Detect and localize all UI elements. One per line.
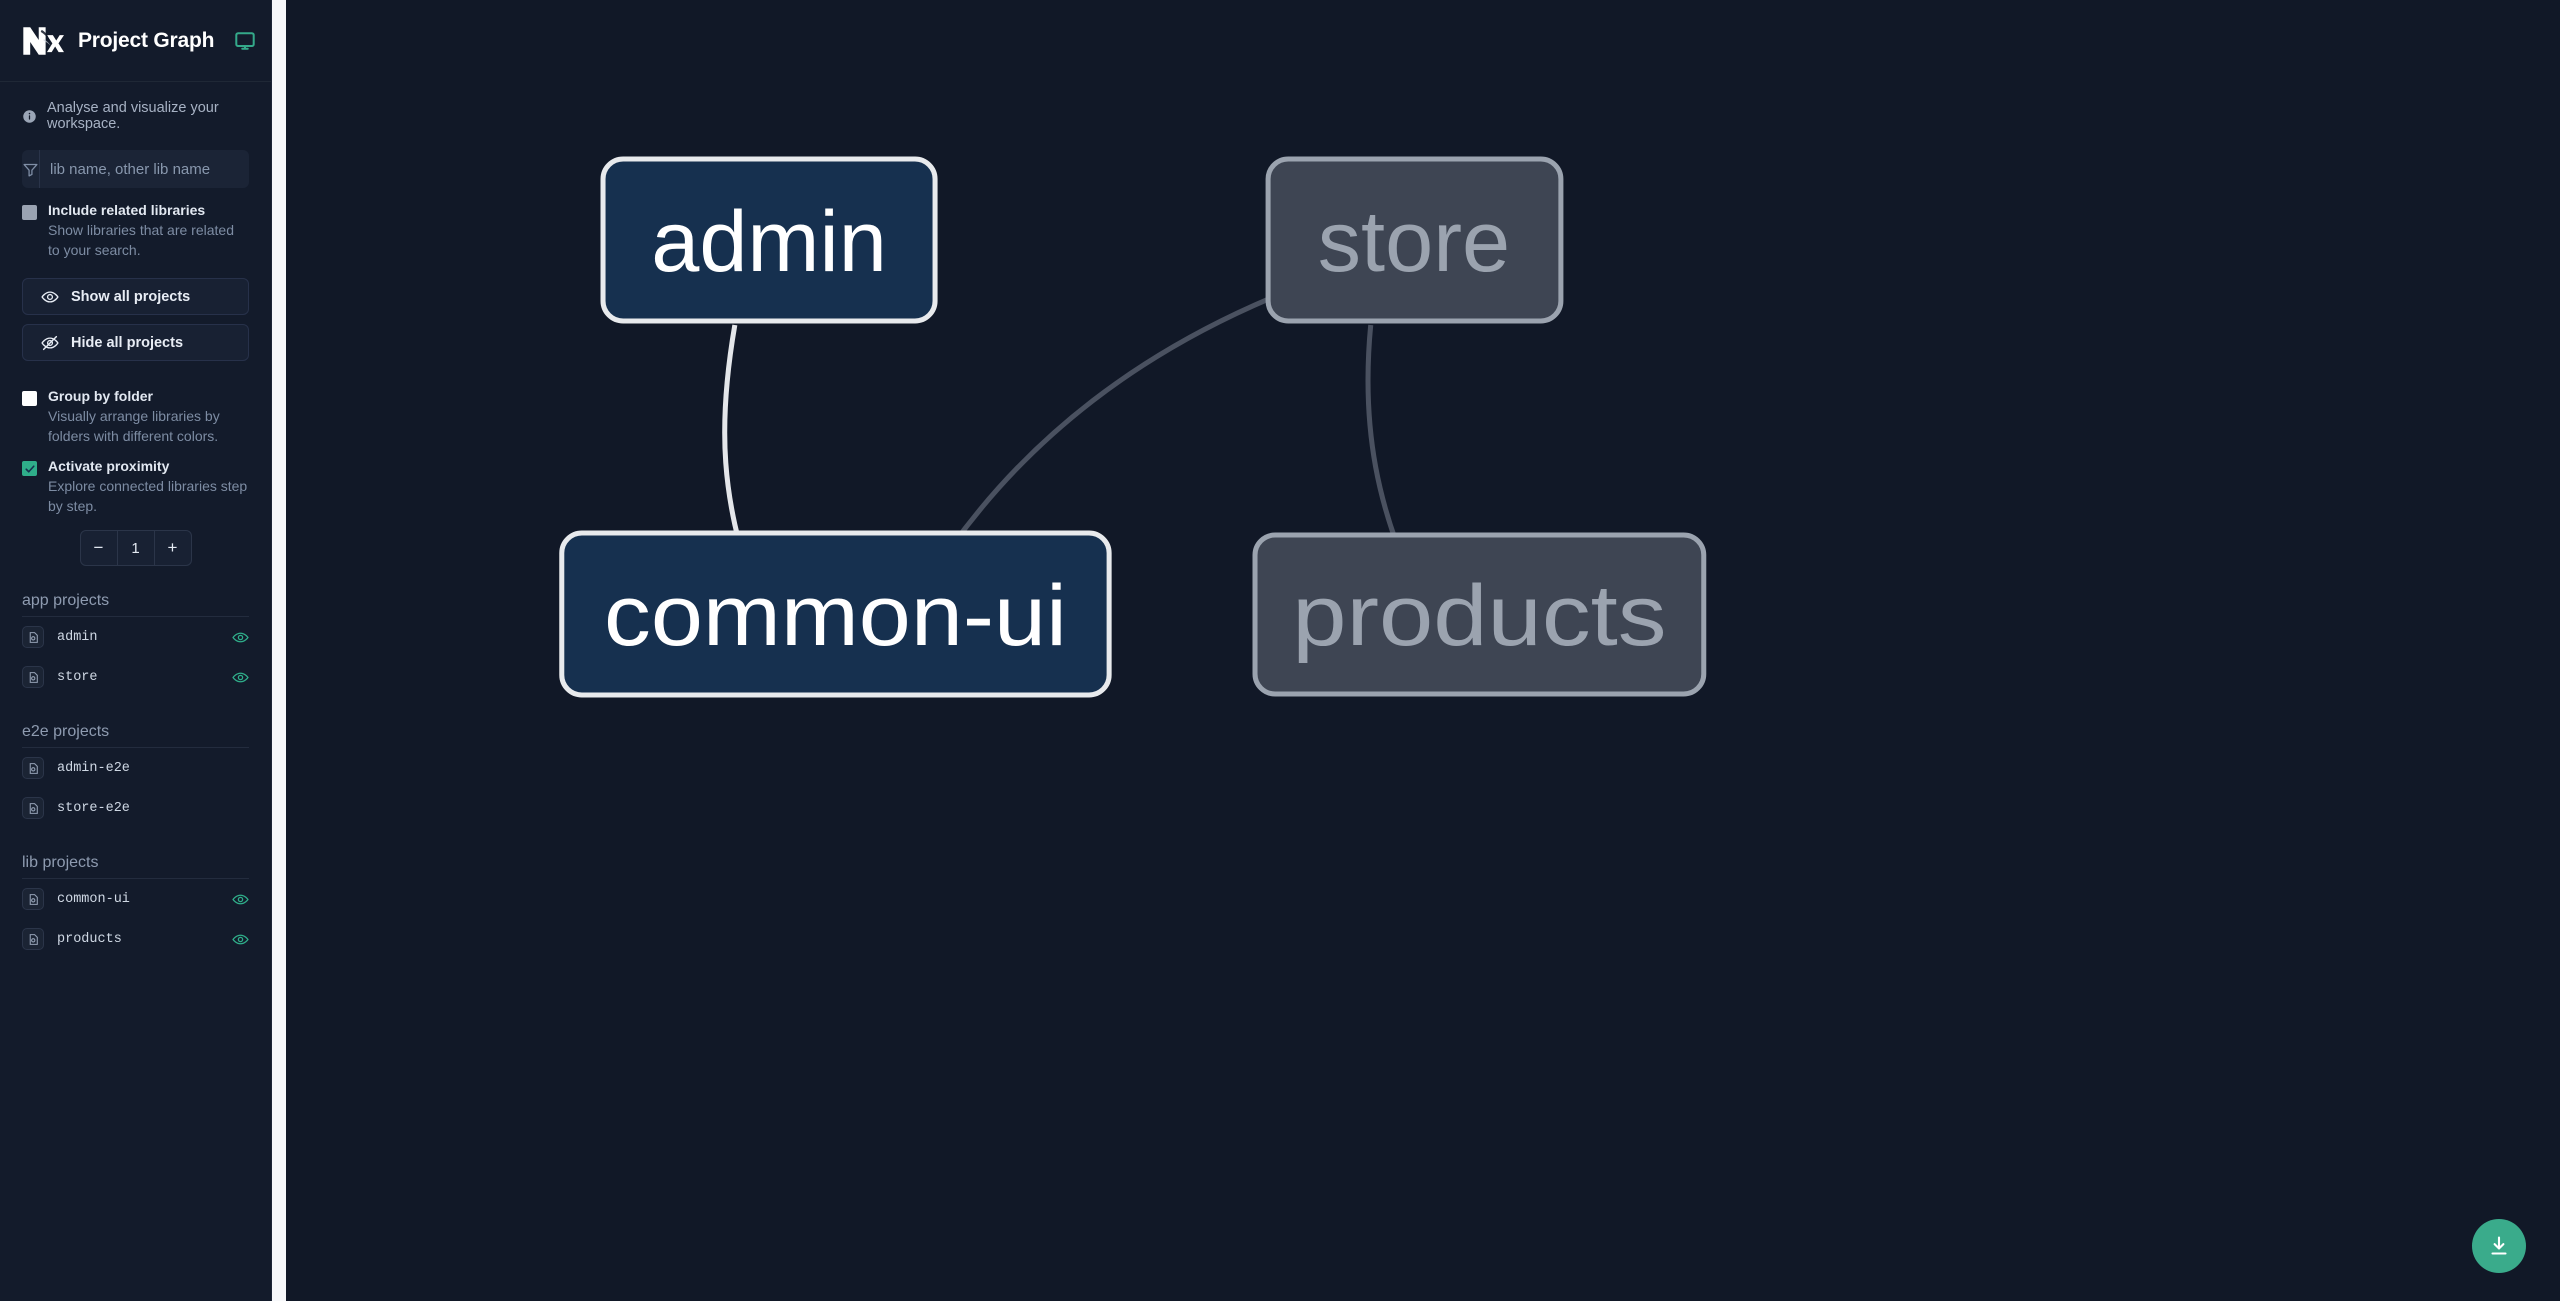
visibility-buttons: Show all projects Hide all projects [0,260,271,361]
proximity-stepper[interactable]: − 1 + [79,530,192,566]
tagline-text: Analyse and visualize your workspace. [47,100,219,132]
group-by-folder-label: Group by folder [48,388,153,404]
include-related-checkbox[interactable] [22,205,37,220]
lib-projects-title: lib projects [22,854,99,871]
node-label-admin: admin [651,194,887,290]
option-activate-proximity[interactable]: Activate proximity Explore connected lib… [0,446,271,516]
eye-icon[interactable] [232,629,249,646]
project-name: admin-e2e [57,760,130,776]
graph-node-store[interactable]: store [1265,156,1564,324]
sidebar: Project Graph Analyse and visualize your… [0,0,272,1301]
group-by-folder-checkbox[interactable] [22,391,37,406]
app-projects-group: app projects admin store [0,592,271,697]
filter-funnel-icon-cell[interactable] [22,150,40,188]
search-box[interactable] [22,150,249,188]
group-by-folder-description: Visually arrange libraries by folders wi… [48,408,220,444]
graph-node-admin[interactable]: admin [600,156,938,324]
filter-funnel-icon [23,163,38,177]
project-row-admin-e2e[interactable]: admin-e2e [22,748,249,788]
proximity-decrement-button[interactable]: − [81,531,117,565]
eye-icon[interactable] [232,931,249,948]
project-file-icon [22,666,44,688]
project-file-icon [22,797,44,819]
project-name: common-ui [57,891,130,907]
check-icon [24,464,35,473]
eye-icon[interactable] [232,669,249,686]
graph-node-common-ui[interactable]: common-ui [559,530,1112,698]
page-title: Project Graph [78,28,215,52]
option-group-by-folder[interactable]: Group by folder Visually arrange librari… [0,370,271,446]
download-icon [2491,1236,2507,1255]
project-name: store [57,669,98,685]
nx-logo [23,26,64,55]
node-label-common-ui: common-ui [604,568,1067,664]
divider [22,878,249,879]
hide-all-projects-label: Hide all projects [71,334,184,351]
eye-off-icon [41,335,59,350]
graph-canvas[interactable]: admin store common-ui products [272,0,2560,1301]
project-row-store-e2e[interactable]: store-e2e [22,788,249,828]
project-row-common-ui[interactable]: common-ui [22,879,249,919]
eye-icon [41,290,59,303]
include-related-description: Show libraries that are related to your … [48,222,234,258]
include-related-label: Include related libraries [48,202,206,218]
node-box-products[interactable] [1252,532,1707,697]
project-file-icon [22,888,44,910]
project-file-icon [22,928,44,950]
project-row-products[interactable]: products [22,919,249,959]
workspace-tagline: Analyse and visualize your workspace. [0,82,271,136]
node-box-store[interactable] [1265,156,1564,324]
activate-proximity-label: Activate proximity [48,458,170,474]
project-row-store[interactable]: store [22,657,249,697]
download-image-button[interactable] [2472,1219,2526,1273]
project-row-admin[interactable]: admin [22,617,249,657]
project-name: products [57,931,122,947]
divider [22,747,249,748]
activate-proximity-description: Explore connected libraries step by step… [48,478,248,514]
activate-proximity-checkbox[interactable] [22,461,37,476]
proximity-increment-button[interactable]: + [155,531,191,565]
edge-store-to-common-ui[interactable] [921,292,1280,592]
graph-node-products[interactable]: products [1252,532,1707,697]
search-input[interactable] [40,150,249,188]
eye-icon[interactable] [232,891,249,908]
e2e-projects-title: e2e projects [22,723,110,740]
divider [22,616,249,617]
project-name: store-e2e [57,800,130,816]
project-file-icon [22,757,44,779]
option-include-related-libraries[interactable]: Include related libraries Show libraries… [0,188,271,260]
project-file-icon [22,626,44,648]
sidebar-header: Project Graph [0,0,271,82]
hide-all-projects-button[interactable]: Hide all projects [22,324,249,361]
info-icon [23,109,36,123]
node-box-admin[interactable] [600,156,938,324]
monitor-icon[interactable] [234,30,256,52]
show-all-projects-button[interactable]: Show all projects [22,278,249,315]
project-name: admin [57,629,98,645]
search-section [0,136,271,188]
proximity-value: 1 [116,531,155,565]
show-all-projects-label: Show all projects [71,288,191,305]
app-projects-title: app projects [22,592,110,609]
node-label-products: products [1292,568,1666,664]
node-label-store: store [1318,194,1510,290]
e2e-projects-group: e2e projects admin-e2e store-e2e [0,723,271,828]
lib-projects-group: lib projects common-ui products [0,854,271,959]
sidebar-resize-scrollbar[interactable] [272,0,286,1301]
project-graph-svg[interactable]: admin store common-ui products [272,0,2560,1301]
node-box-common-ui[interactable] [559,530,1112,698]
